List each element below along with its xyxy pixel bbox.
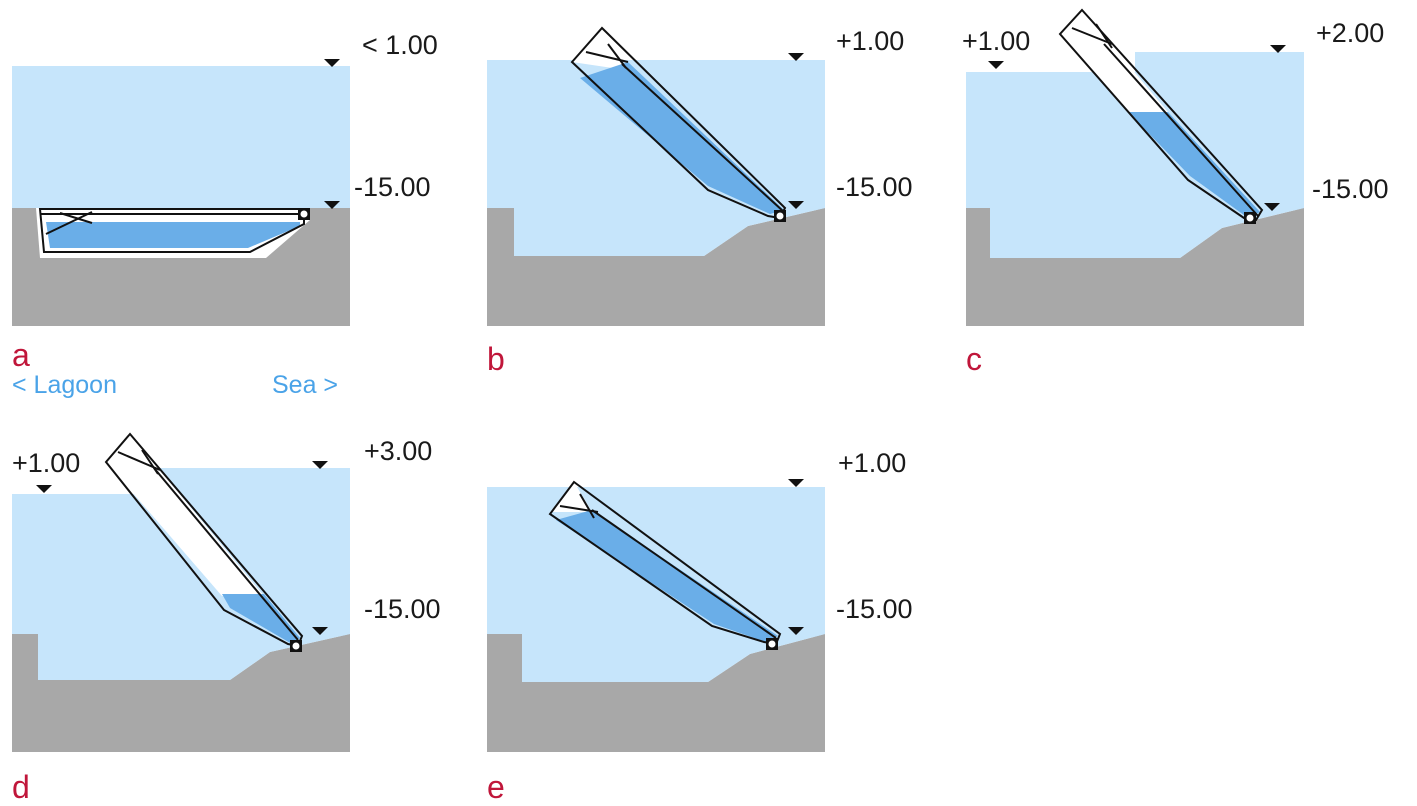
panel-b: +1.00 -15.00 b [487,26,913,377]
sea-side-label: Sea > [272,371,338,399]
seabed-ground [966,208,1304,326]
gate-water-ballast [556,510,778,642]
water-level-marker-icon [312,461,328,469]
recess-water [990,208,1304,258]
water-level-marker-icon [788,53,804,61]
gate-air-pocket [550,482,592,512]
hinge-icon [766,638,778,650]
gate-flap [570,26,787,220]
lagoon-level-label: +1.00 [12,448,80,478]
gate-body [104,432,304,648]
sea-level-label: +1.00 [836,26,904,56]
gate-flap [1058,8,1264,222]
hinge-icon [1244,212,1256,224]
seabed-ground [12,634,350,752]
bed-level-marker-icon [1264,203,1280,211]
recess-water [514,208,825,256]
lagoon-level-marker-icon [36,485,52,493]
sea-water [12,66,350,208]
hinge-icon [290,640,302,652]
gate-water-ballast [222,594,300,644]
bed-level-marker-icon [788,627,804,635]
gate-body [38,208,305,253]
recess-water [38,634,350,680]
gate-body [570,26,787,220]
sea-level-label: < 1.00 [362,30,438,60]
panel-letter: d [12,769,30,805]
seabed-ground [487,634,825,752]
gate-flap [548,480,782,646]
panel-letter: e [487,769,505,805]
bed-level-marker-icon [312,627,328,635]
panel-letter: a [12,337,30,373]
bed-level-marker-icon [788,201,804,209]
panel-letter: b [487,341,505,377]
water-level-marker-icon [1270,45,1286,53]
water-level-marker-icon [788,479,804,487]
bed-level-label: -15.00 [364,594,441,624]
panel-e: +1.00 -15.00 e [487,448,913,805]
bed-level-label: -15.00 [1312,174,1389,204]
bed-level-label: -15.00 [836,594,913,624]
lagoon-side-label: < Lagoon [12,371,117,399]
seabed-ground [487,208,825,326]
gate-water-ballast [1128,112,1260,218]
water-level-marker-icon [324,59,340,67]
hinge-icon [774,210,786,222]
gate-body [548,480,782,646]
lagoon-level-marker-icon [988,61,1004,69]
gate-air-pocket [572,28,626,70]
lagoon-level-label: +1.00 [962,26,1030,56]
gate-air-pocket [106,434,264,596]
panel-letter: c [966,341,982,377]
gate-flap [38,208,305,253]
panel-a: < 1.00 -15.00 a < Lagoon Sea > [12,30,438,399]
panel-c: +1.00 +2.00 -15.00 c [962,8,1389,377]
recess-water [522,634,825,682]
sea-level-label: +1.00 [838,448,906,478]
bed-level-marker-icon [324,201,340,209]
gate-flap [104,432,304,648]
bed-level-label: -15.00 [354,172,431,202]
panel-d: +1.00 +3.00 -15.00 d [12,432,441,805]
bed-level-label: -15.00 [836,172,913,202]
sea-level-label: +3.00 [364,436,432,466]
hinge-icon [298,208,310,220]
gate-water-ballast [580,62,784,214]
gate-water-ballast [46,222,300,248]
sea-level-label: +2.00 [1316,18,1384,48]
